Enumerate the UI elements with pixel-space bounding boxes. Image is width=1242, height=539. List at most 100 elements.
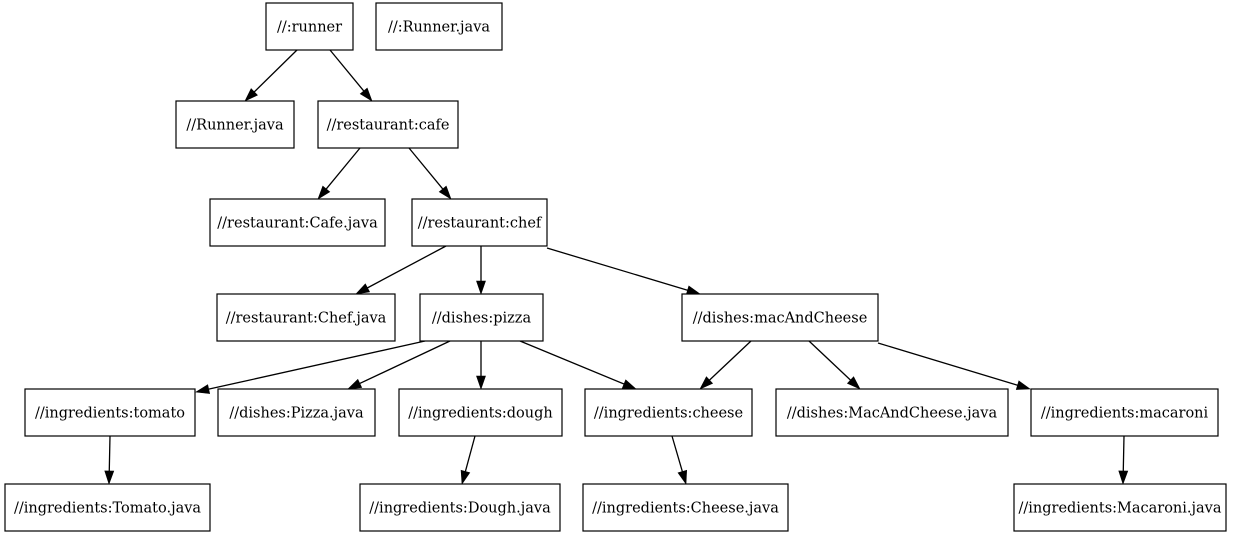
node-label: //ingredients:dough	[408, 406, 553, 422]
node-box[interactable]	[375, 2, 503, 51]
graph-node-dishes_macandcheese_java[interactable]: //dishes:MacAndCheese.java	[775, 388, 1009, 437]
graph-node-restaurant_cafe[interactable]: //restaurant:cafe	[317, 100, 459, 149]
arrowhead-icon	[476, 280, 486, 295]
node-label: //dishes:MacAndCheese.java	[787, 406, 998, 422]
graph-node-restaurant_chef_java[interactable]: //restaurant:Chef.java	[216, 293, 396, 342]
edge-runner-to-runner_java	[244, 49, 298, 102]
arrowhead-icon	[359, 87, 373, 102]
graph-node-dishes_macandcheese[interactable]: //dishes:macAndCheese	[681, 293, 879, 342]
node-box[interactable]	[1013, 483, 1227, 532]
graph-node-dishes_pizza[interactable]: //dishes:pizza	[419, 293, 544, 342]
node-label: //restaurant:Cafe.java	[217, 216, 378, 232]
arrowhead-icon	[355, 283, 371, 295]
arrowhead-icon	[195, 384, 211, 394]
node-label: //Runner.java	[186, 118, 284, 134]
edge-line	[367, 245, 447, 289]
edge-restaurant_cafe-to-restaurant_chef	[408, 147, 452, 200]
node-label: //restaurant:chef	[418, 216, 543, 232]
edge-line	[408, 147, 444, 190]
edge-restaurant_chef-to-dishes_macandcheese	[546, 247, 701, 295]
node-box[interactable]	[216, 293, 396, 342]
edge-line	[325, 147, 361, 190]
graph-node-restaurant_chef[interactable]: //restaurant:chef	[411, 198, 548, 247]
node-box[interactable]	[4, 483, 211, 532]
node-label: //ingredients:cheese	[594, 406, 743, 422]
arrowhead-icon	[846, 376, 861, 390]
node-label: //ingredients:Macaroni.java	[1018, 501, 1221, 517]
graph-node-ingredients_tomato[interactable]: //ingredients:tomato	[24, 388, 196, 437]
edge-dishes_pizza-to-ingredients_tomato	[195, 340, 426, 394]
edge-dishes_pizza-to-ingredients_dough	[476, 341, 486, 390]
edge-line	[709, 340, 752, 381]
edge-dishes_pizza-to-ingredients_cheese	[519, 340, 637, 390]
edge-line	[359, 340, 451, 385]
node-label: //dishes:pizza	[432, 311, 532, 327]
node-box[interactable]	[419, 293, 544, 342]
node-box[interactable]	[175, 100, 295, 149]
node-box[interactable]	[582, 483, 789, 532]
graph-node-ingredients_dough[interactable]: //ingredients:dough	[398, 388, 563, 437]
edge-runner-to-restaurant_cafe	[329, 49, 373, 102]
graph-node-root_runner_java[interactable]: //:Runner.java	[375, 2, 503, 51]
node-label: //restaurant:Chef.java	[226, 311, 387, 327]
arrowhead-icon	[476, 375, 486, 390]
graph-node-ingredients_cheese[interactable]: //ingredients:cheese	[584, 388, 753, 437]
node-box[interactable]	[24, 388, 196, 437]
graph-node-ingredients_tomato_java[interactable]: //ingredients:Tomato.java	[4, 483, 211, 532]
edge-line	[546, 247, 688, 291]
arrowhead-icon	[104, 470, 115, 485]
edge-line	[253, 49, 298, 93]
nodes-layer: //:runner //:Runner.java //Runner.java //re…	[4, 2, 1227, 532]
graph-node-runner_java[interactable]: //Runner.java	[175, 100, 295, 149]
graph-node-runner[interactable]: //:runner	[265, 2, 354, 51]
node-box[interactable]	[317, 100, 459, 149]
edge-dishes_macandcheese-to-dishes_macandcheese_java	[808, 340, 861, 390]
graph-node-ingredients_macaroni_java[interactable]: //ingredients:Macaroni.java	[1013, 483, 1227, 532]
edge-ingredients_cheese-to-ingredients_cheese_java	[671, 435, 688, 485]
node-box[interactable]	[681, 293, 879, 342]
node-box[interactable]	[775, 388, 1009, 437]
node-box[interactable]	[209, 198, 386, 247]
node-label: //restaurant:cafe	[327, 118, 450, 134]
arrowhead-icon	[677, 469, 688, 485]
arrowhead-icon	[685, 285, 701, 295]
node-box[interactable]	[584, 388, 753, 437]
graph-node-restaurant_cafe_java[interactable]: //restaurant:Cafe.java	[209, 198, 386, 247]
graph-node-dishes_pizza_java[interactable]: //dishes:Pizza.java	[217, 388, 376, 437]
edge-dishes_macandcheese-to-ingredients_cheese	[699, 340, 752, 390]
arrowhead-icon	[1118, 470, 1129, 485]
node-box[interactable]	[1030, 388, 1219, 437]
edge-line	[208, 340, 426, 390]
graph-node-ingredients_cheese_java[interactable]: //ingredients:Cheese.java	[582, 483, 789, 532]
edge-restaurant_chef-to-restaurant_chef_java	[355, 245, 447, 295]
arrowhead-icon	[438, 185, 452, 200]
node-label: //ingredients:Tomato.java	[14, 501, 201, 517]
arrowhead-icon	[699, 376, 714, 390]
edge-ingredients_macaroni-to-ingredients_macaroni_java	[1118, 435, 1129, 485]
arrowhead-icon	[621, 379, 637, 390]
node-box[interactable]	[398, 388, 563, 437]
node-label: //:Runner.java	[388, 20, 490, 36]
node-box[interactable]	[359, 483, 561, 532]
edge-line	[671, 435, 683, 472]
node-label: //dishes:Pizza.java	[229, 406, 364, 422]
node-label: //dishes:macAndCheese	[693, 311, 868, 327]
arrowhead-icon	[347, 378, 363, 390]
node-label: //:runner	[277, 20, 342, 36]
edge-line	[1122, 435, 1125, 472]
edge-line	[464, 435, 476, 472]
graph-node-ingredients_macaroni[interactable]: //ingredients:macaroni	[1030, 388, 1219, 437]
node-box[interactable]	[411, 198, 548, 247]
edge-dishes_macandcheese-to-ingredients_macaroni	[877, 342, 1031, 390]
node-box[interactable]	[217, 388, 376, 437]
arrowhead-icon	[1015, 380, 1031, 390]
node-box[interactable]	[265, 2, 354, 51]
graph-node-ingredients_dough_java[interactable]: //ingredients:Dough.java	[359, 483, 561, 532]
node-label: //ingredients:tomato	[35, 406, 185, 422]
edge-line	[108, 435, 111, 472]
arrowhead-icon	[317, 185, 331, 200]
node-label: //ingredients:macaroni	[1041, 406, 1209, 422]
edge-line	[877, 342, 1018, 386]
edge-restaurant_chef-to-dishes_pizza	[476, 246, 486, 295]
